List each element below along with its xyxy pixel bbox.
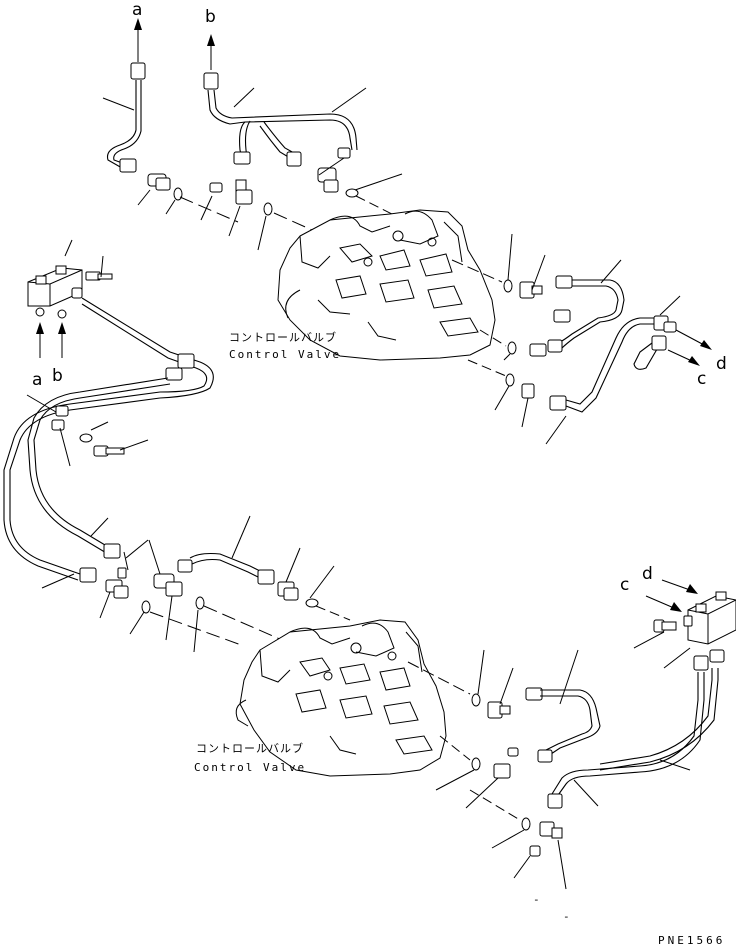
valve-top-label-en: Control Valve: [229, 348, 341, 361]
leaders-right-bottom: [435, 649, 567, 890]
dash-2: -: [563, 910, 573, 923]
label-b-left: b: [52, 366, 63, 386]
valve-bottom-label-jp: コントロールバルブ: [196, 741, 304, 755]
hose-a-top: [106, 62, 146, 173]
arrow-c-bottom: [645, 595, 682, 612]
arrow-d-bottom: [661, 579, 698, 594]
leader: [233, 87, 255, 108]
fittings-row-top: [147, 167, 359, 216]
control-valve-top: [277, 209, 496, 361]
label-c-top: c: [697, 369, 706, 389]
hose-bottom-short: [177, 552, 275, 585]
leaders-bottom-fittings: [99, 515, 351, 653]
label-a-left: a: [32, 370, 42, 390]
linking-hoses: [3, 297, 214, 583]
arrow-b-top: [207, 34, 215, 70]
label-c-bottom: c: [620, 575, 629, 595]
fittings-row-bottom: [105, 567, 319, 614]
hose-c-d-top: [547, 275, 677, 413]
bolt-left-top: [85, 255, 113, 281]
clamp-bolt-left: [79, 433, 125, 457]
fittings-right-top: [451, 259, 547, 399]
leaders-bottom-right: [559, 631, 691, 807]
arrow-a-top: [134, 18, 142, 62]
valve-top-label-jp: コントロールバルブ: [229, 330, 337, 344]
fittings-right-bottom: [407, 661, 563, 857]
label-a-top: a: [132, 0, 142, 20]
manifold-block-right: [683, 591, 736, 645]
dash-1: -: [533, 893, 543, 906]
arrow-a-left: [36, 322, 44, 358]
leaders-right-top: [494, 233, 567, 445]
arrow-c-top: [667, 349, 700, 366]
leader: [331, 87, 367, 113]
arrow-b-left: [58, 322, 66, 358]
label-b-top: b: [205, 7, 216, 27]
leader: [659, 295, 681, 316]
valve-bottom-label-en: Control Valve: [194, 761, 306, 774]
leader: [600, 259, 622, 284]
manifold-block-left: [27, 265, 83, 319]
leaders-left: [26, 394, 149, 589]
drawing-reference: PNE1566: [658, 934, 725, 946]
arrow-d-top: [675, 329, 712, 350]
bolt-right: [653, 619, 677, 633]
hose-c-d-bottom: [525, 649, 725, 809]
leader: [64, 239, 73, 257]
leader: [102, 97, 135, 111]
label-d-bottom: d: [642, 564, 653, 584]
control-valve-bottom: [235, 619, 447, 777]
label-d-top: d: [716, 354, 727, 374]
hose-b-top: [203, 72, 358, 167]
